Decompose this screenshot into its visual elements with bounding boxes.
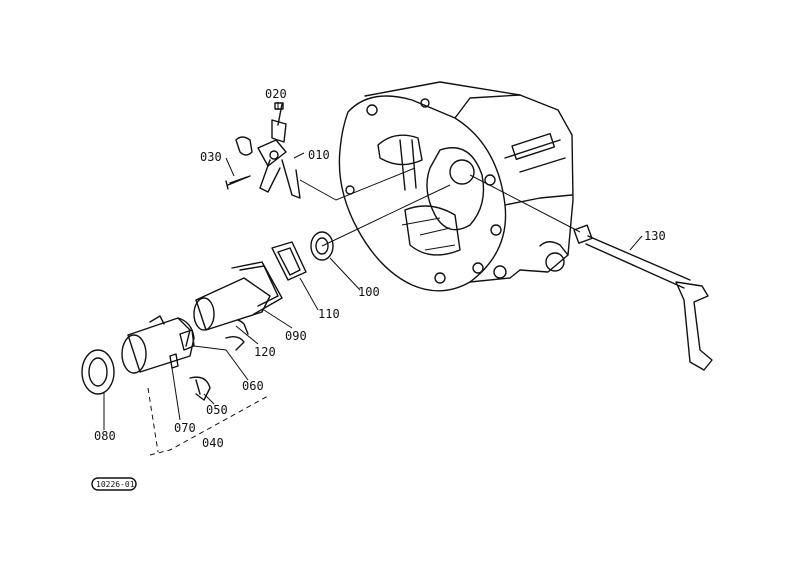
label-120: 120	[254, 345, 276, 359]
clutch-housing	[338, 81, 574, 292]
part-labels: 020 010 030 130 100 110 090 120 060 050 …	[94, 87, 666, 450]
label-110: 110	[318, 307, 340, 321]
lever-group	[573, 224, 713, 371]
gasket-seal-group	[271, 231, 334, 281]
guide-lines	[299, 167, 581, 247]
diagram-code-badge: 10226-01	[91, 477, 137, 491]
label-070: 070	[174, 421, 196, 435]
label-080: 080	[94, 429, 116, 443]
guide-sleeve-group	[193, 261, 283, 331]
label-030: 030	[200, 150, 222, 164]
label-040: 040	[202, 436, 224, 450]
label-010: 010	[308, 148, 330, 162]
label-leaders	[103, 102, 643, 456]
label-130: 130	[644, 229, 666, 243]
label-100: 100	[358, 285, 380, 299]
label-090: 090	[285, 329, 307, 343]
release-hub-group	[81, 315, 249, 401]
label-050: 050	[206, 403, 228, 417]
label-060: 060	[242, 379, 264, 393]
shift-fork-group	[225, 102, 301, 199]
label-020: 020	[265, 87, 287, 101]
diagram-code-text: 10226-01	[96, 480, 135, 489]
